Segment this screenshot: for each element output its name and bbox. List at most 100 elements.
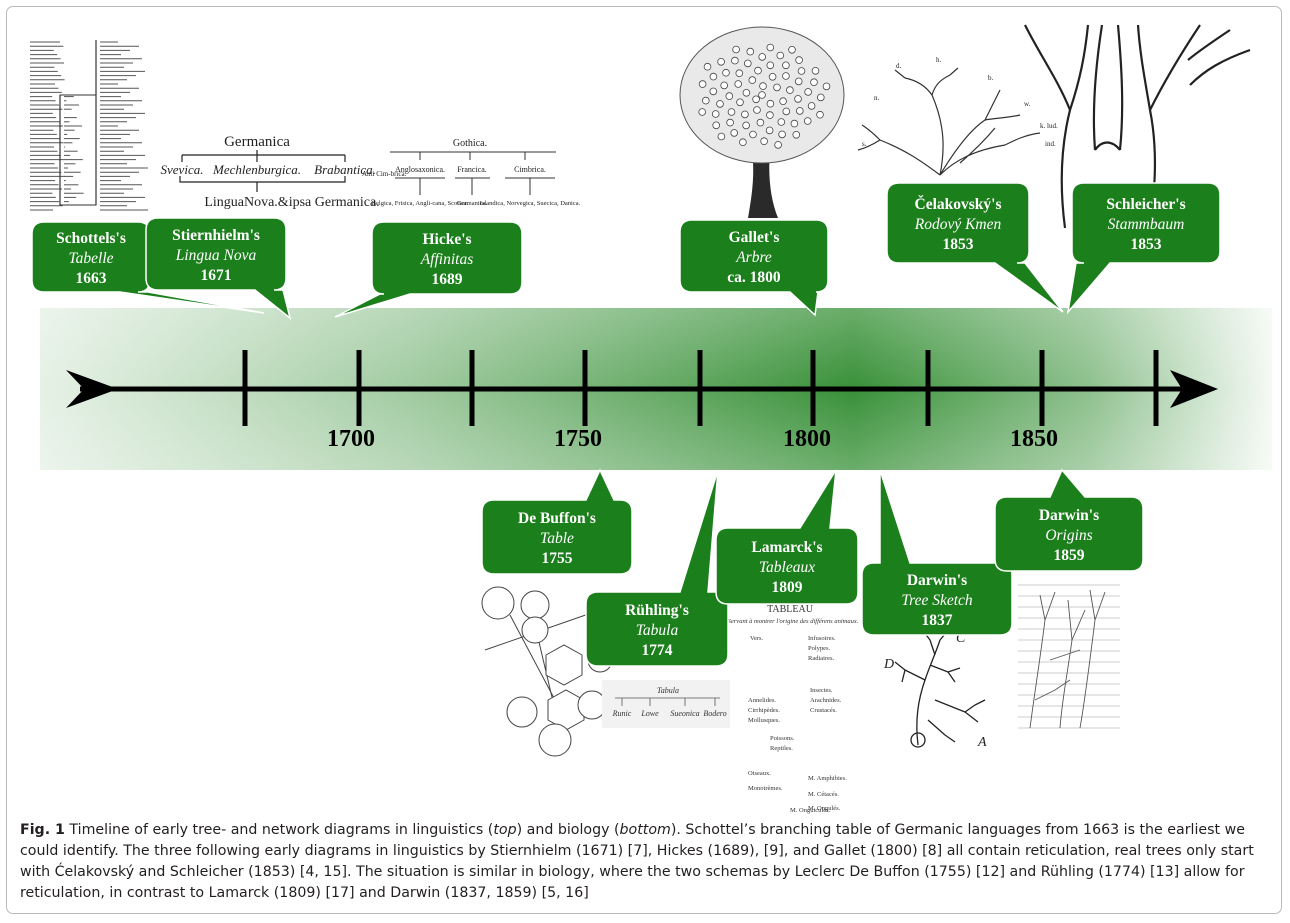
celakovsky-label-6: k. lud. (1040, 122, 1058, 130)
axis-arrow-right-icon (1170, 370, 1218, 408)
thumb-schleicher-tree (1024, 24, 1251, 229)
thumb-celakovsky-labels: n. d. h. b. w. k. lud. s. ind. (862, 56, 1058, 148)
bottom-callout-work: Table (540, 530, 574, 547)
bottom-callout-year: 1755 (542, 550, 573, 567)
caption-text-3: ). Schottel’s branching table of Germani… (20, 822, 1254, 901)
lamarck-entry-4: Radiaires. (808, 655, 835, 662)
celakovsky-label-4: b. (988, 74, 994, 82)
ruhling-root: Tabula (657, 686, 679, 695)
celakovsky-label-2: d. (896, 62, 902, 70)
celakovsky-label-1: n. (874, 94, 880, 102)
axis-arrow-left-icon (66, 370, 118, 408)
top-callout-shape (334, 221, 523, 318)
top-callout-shape (1066, 182, 1221, 315)
bottom-callout-shape (994, 468, 1144, 572)
darwin-letter-c: C (956, 631, 966, 646)
year-label-1750: 1750 (554, 426, 602, 452)
lamarck-entry-14: Monotrèmes. (748, 785, 783, 792)
thumb-hicke-tree: Gothica. Anglosaxonica. Francica. Cimbri… (362, 138, 581, 207)
top-callout-work: Affinitas (420, 251, 474, 268)
ruhling-branch-2: Lowe (640, 709, 659, 718)
lamarck-entry-18: M. Onguiculés. (790, 807, 831, 814)
bottom-callout-shape (481, 468, 633, 575)
lamarck-entry-15: M. Amphibies. (808, 775, 847, 782)
bottom-callout-author: De Buffon's (518, 510, 596, 527)
darwin-letter-a: A (977, 735, 987, 750)
thumb-ruhling-tabula: Tabula Runic Lowe Sueonica Bodero (602, 680, 730, 728)
bottom-callout-author: Rühling's (625, 602, 689, 619)
thumb-schottel-table (27, 35, 153, 217)
lamarck-entry-1: Vers. (750, 635, 764, 642)
darwin-letter-d: D (883, 657, 894, 672)
thumb-stiernhielm-tree: Germanica Svevica. Mechlenburgica. Braba… (161, 134, 380, 210)
caption-text-2: ) and biology ( (516, 822, 620, 838)
bottom-callout-author: Lamarck's (751, 539, 822, 556)
top-callout-author: Stiernhielm's (172, 227, 260, 244)
lamarck-entry-2: Infusoires. (808, 635, 836, 642)
timeline-figure: 1700 1750 1800 1850 Germanica Svevica. M… (27, 24, 1272, 814)
thumb-gallet-tree (679, 26, 845, 224)
top-callout-shape (679, 219, 829, 317)
thumb-darwin-origins (1018, 584, 1120, 729)
top-callout-year: 1671 (201, 267, 232, 284)
hicke-side-note: Anti Cim-brica. (362, 170, 407, 178)
bottom-callout-shape (861, 469, 1013, 636)
bottom-callout-year: 1809 (772, 579, 803, 596)
top-callout-work: Arbre (735, 249, 772, 266)
top-callout-author: Schleicher's (1106, 196, 1185, 213)
celakovsky-label-3: h. (936, 56, 942, 64)
caption-text-1: Timeline of early tree- and network diag… (64, 822, 494, 838)
bottom-callout-work: Origins (1045, 527, 1092, 544)
hicke-branch-3: Cimbrica. (514, 165, 546, 174)
hicke-root: Gothica. (453, 138, 487, 149)
top-callout-year: 1853 (1131, 236, 1162, 253)
lamarck-entry-10: Mollusques. (748, 717, 780, 724)
ruhling-branch-1: Runic (612, 709, 632, 718)
thumb-lamarck-tableau: TABLEAU Servant à montrer l'origine des … (728, 604, 859, 814)
top-callout-year: 1689 (432, 271, 463, 288)
lamarck-entry-17: M. Ongulés. (808, 805, 841, 812)
bottom-callout-year: 1774 (642, 642, 673, 659)
hicke-leaf-2: Germanica. (457, 200, 488, 207)
top-callout-work: Rodový Kmen (914, 216, 1002, 233)
stiernhielm-footer: LinguaNova.&ipsa Germanica. (204, 195, 379, 210)
top-callout-author: Hicke's (422, 231, 471, 248)
lamarck-entry-3: Polypes. (808, 645, 831, 652)
celakovsky-label-8: ind. (1045, 140, 1056, 148)
bottom-callout-author: Darwin's (1039, 507, 1099, 524)
caption-label: Fig. 1 (20, 822, 65, 838)
lamarck-entry-6: Arachnides. (810, 697, 842, 704)
lamarck-subtitle: Servant à montrer l'origine des différen… (728, 618, 859, 625)
caption-bottom-word: bottom (619, 822, 671, 838)
top-callout-author: Gallet's (729, 229, 780, 246)
ruhling-branch-3: Sueonica (670, 709, 699, 718)
year-label-1800: 1800 (783, 426, 831, 452)
bottom-callout-year: 1837 (922, 612, 953, 629)
lamarck-entry-11: Poissons. (770, 735, 795, 742)
hicke-branch-2: Francica. (457, 165, 487, 174)
lamarck-entry-12: Reptiles. (770, 745, 793, 752)
ruhling-branch-4: Bodero (703, 709, 726, 718)
lamarck-entry-5: Insectes. (810, 687, 833, 694)
top-callout-work: Stammbaum (1108, 216, 1185, 233)
top-callout-author: Čelakovský's (915, 196, 1002, 213)
year-label-1850: 1850 (1010, 426, 1058, 452)
lamarck-entry-13: Oiseaux. (748, 770, 771, 777)
top-callout-shape (145, 217, 292, 320)
lamarck-entry-8: Annelides. (748, 697, 776, 704)
figure-frame (6, 6, 1282, 914)
stiernhielm-branch-2: Mechlenburgica. (212, 162, 301, 177)
lamarck-title: TABLEAU (767, 604, 814, 615)
bottom-callout-author: Darwin's (907, 572, 967, 589)
stiernhielm-branch-3: Brabantica. (314, 162, 376, 177)
top-callout-year: ca. 1800 (727, 269, 781, 286)
bottom-callout-work: Tree Sketch (901, 592, 973, 609)
top-callout-work: Lingua Nova (175, 247, 257, 264)
